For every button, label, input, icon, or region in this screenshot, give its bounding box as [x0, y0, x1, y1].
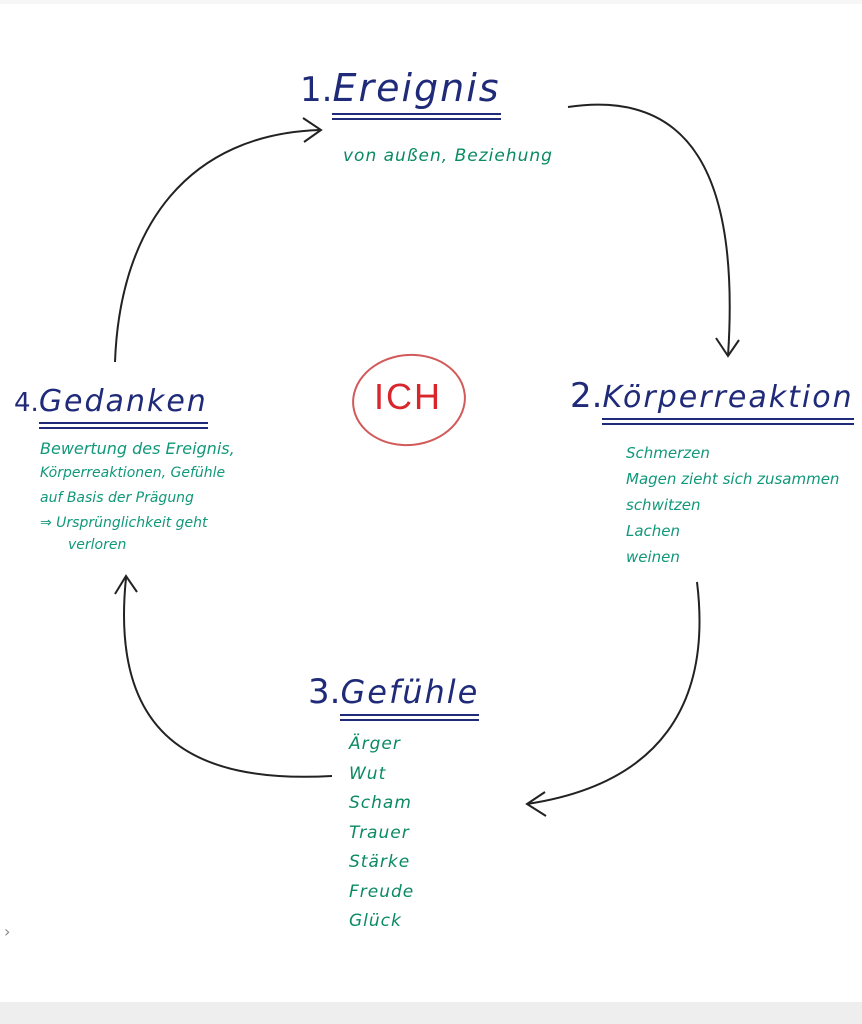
stage-2-note: weinen: [626, 548, 680, 566]
bottom-bar: [0, 1002, 862, 1024]
stage-4-number: 4.: [14, 388, 39, 418]
stage-1-number: 1.: [300, 70, 333, 110]
arrowhead-ereignis: [302, 117, 323, 143]
arrowhead-gefuehle: [525, 791, 547, 817]
stage-4-notes: Bewertung des Ereignis, Körperreaktionen…: [40, 436, 235, 554]
stage-4-note: Bewertung des Ereignis,: [40, 439, 235, 458]
stage-2-notes: Schmerzen Magen zieht sich zusammen schw…: [626, 440, 839, 570]
stage-2-note: Magen zieht sich zusammen: [626, 470, 840, 488]
stage-3-notes: Ärger Wut Scham Trauer Stärke Freude Glü…: [349, 730, 414, 937]
stage-2-note: Lachen: [626, 522, 681, 540]
stage-3-note: Ärger: [349, 734, 401, 754]
arrowhead-koerperreaktion: [715, 337, 740, 358]
stage-1-note: von außen, Beziehung: [343, 146, 553, 166]
stage-4-heading: 4.Gedanken: [14, 376, 208, 429]
cycle-arrows: [114, 103, 740, 817]
whiteboard: 1.Ereignis von außen, Beziehung 2.Körper…: [0, 4, 862, 1002]
stage-4-title: Gedanken: [38, 384, 208, 429]
stage-3-number: 3.: [308, 672, 341, 712]
stage-3-note: Wut: [349, 763, 387, 784]
stage-4-note: auf Basis der Prägung: [40, 490, 194, 506]
stage-3-note: Glück: [349, 911, 402, 931]
edge-chevron-icon: ›: [4, 922, 11, 941]
stage-3-note: Freude: [349, 881, 415, 902]
stage-1-title: Ereignis: [332, 66, 501, 120]
stage-2-title: Körperreaktion: [602, 380, 854, 425]
stage-4-note: ⇒ Ursprünglichkeit geht: [40, 515, 208, 531]
arrow-gefuehle-to-gedanken: [123, 577, 333, 778]
stage-1-heading: 1.Ereignis: [300, 66, 501, 120]
stage-2-heading: 2.Körperreaktion: [570, 372, 854, 425]
stage-1-notes: von außen, Beziehung: [343, 142, 553, 170]
stage-2-note: schwitzen: [626, 496, 701, 514]
stage-3-note: Trauer: [349, 822, 410, 843]
stage-2-note: Schmerzen: [626, 444, 710, 462]
arrow-koerperreaktion-to-gefuehle: [526, 581, 701, 805]
stage-3-note: Stärke: [349, 852, 411, 872]
arrow-ereignis-to-koerperreaktion: [567, 103, 731, 357]
stage-4-note: verloren: [68, 537, 127, 553]
arrow-gedanken-to-ereignis: [114, 129, 321, 363]
stage-4-note: Körperreaktionen, Gefühle: [40, 465, 226, 481]
stage-2-number: 2.: [570, 376, 603, 416]
center-label: ICH: [374, 376, 442, 417]
stage-3-note: Scham: [349, 793, 412, 813]
arrowhead-gedanken: [114, 574, 138, 595]
stage-3-title: Gefühle: [340, 673, 480, 721]
stage-3-heading: 3.Gefühle: [308, 668, 480, 721]
